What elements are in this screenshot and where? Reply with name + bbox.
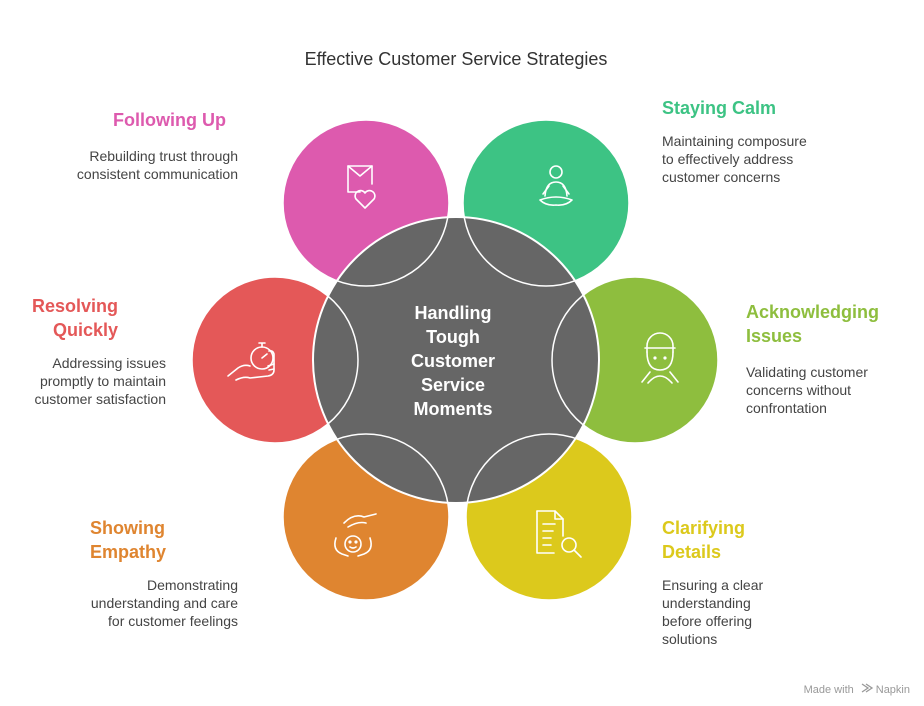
napkin-logo-icon	[861, 683, 874, 693]
heading-resolving-quickly: Resolving Quickly	[31, 296, 118, 340]
heading-showing-empathy: Showing Empathy	[90, 518, 167, 562]
overlap-outlines	[191, 119, 719, 601]
desc-showing-empathy: Demonstrating understanding and care for…	[90, 577, 238, 629]
center-line: Customer	[410, 351, 495, 371]
envelope-heart-icon	[347, 165, 376, 209]
heading-clarifying-details: Clarifying Details	[662, 518, 746, 562]
document-search-icon	[536, 510, 582, 558]
desc-acknowledging-issues: Validating customer concerns without con…	[746, 364, 868, 416]
center-line: Tough	[426, 327, 480, 347]
watermark: Made with Napkin	[804, 684, 910, 696]
desc-clarifying-details: Ensuring a clear understanding before of…	[662, 577, 764, 647]
petal-resolving-quickly	[192, 277, 358, 443]
center-line: Moments	[413, 399, 493, 419]
center-label: Handling Tough Customer Service Moments	[373, 301, 533, 421]
center-hub	[312, 216, 600, 504]
support-agent-icon	[641, 332, 679, 384]
heading-following-up: Following Up	[113, 110, 226, 130]
heading-staying-calm: Staying Calm	[662, 98, 777, 118]
diagram-title: Effective Customer Service Strategies	[304, 49, 608, 69]
caring-hands-icon	[334, 513, 377, 557]
heading-acknowledging-issues: Acknowledging Issues	[746, 302, 880, 346]
stopwatch-hand-icon	[227, 342, 275, 381]
desc-staying-calm: Maintaining composure to effectively add…	[662, 133, 807, 185]
meditation-icon	[539, 165, 573, 206]
desc-following-up: Rebuilding trust through consistent comm…	[76, 148, 238, 182]
center-line: Handling	[414, 303, 492, 323]
watermark-prefix: Made with	[803, 684, 854, 696]
watermark-brand: Napkin	[875, 684, 910, 696]
desc-resolving-quickly: Addressing issues promptly to maintain c…	[34, 355, 167, 407]
center-line: Service	[420, 375, 486, 395]
